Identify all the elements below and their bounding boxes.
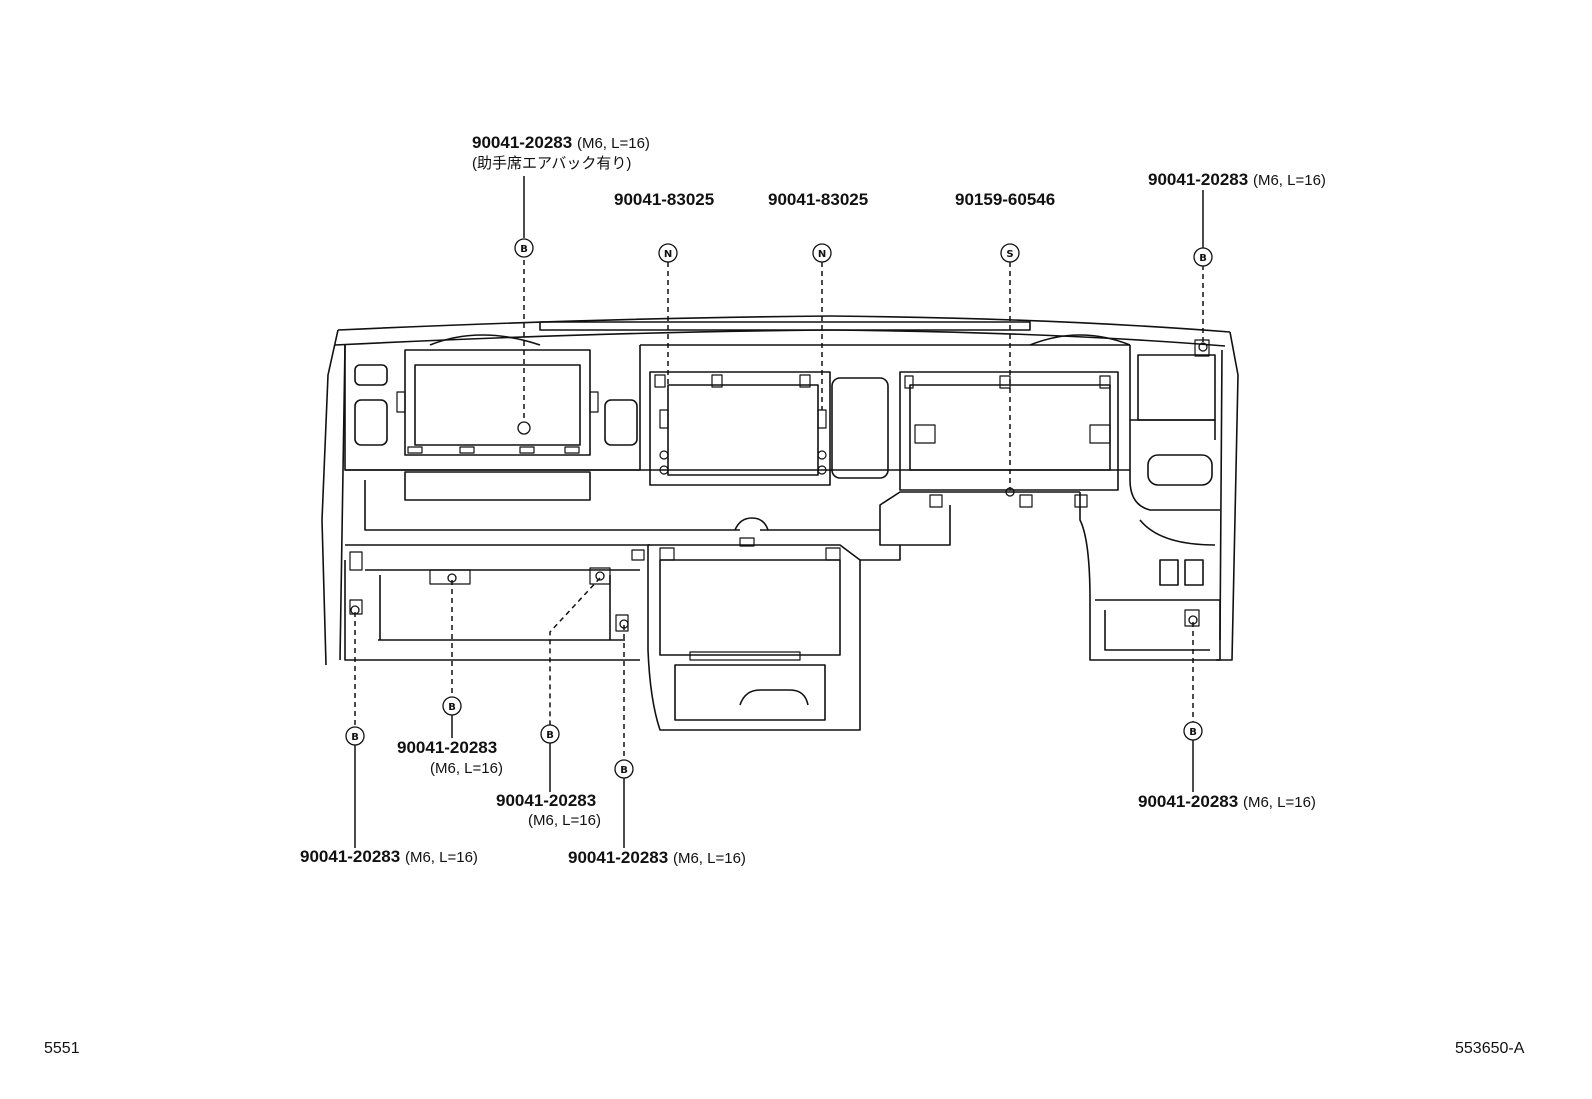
leader-tails <box>354 176 1204 848</box>
diagram-code-left: 5551 <box>44 1040 80 1057</box>
part-label-bottom-left: 90041-20283 (M6, L=16) <box>300 847 478 868</box>
part-number: 90041-20283 <box>472 133 573 152</box>
diagram-code-right: 553650-A <box>1455 1040 1525 1057</box>
part-number: 90041-20283 <box>1138 792 1239 811</box>
part-label-nut-2: 90041-83025 <box>768 190 869 209</box>
part-spec: (M6, L=16) <box>404 849 478 866</box>
part-spec: (M6, L=16) <box>1242 794 1316 811</box>
part-label-top-left: 90041-20283 (M6, L=16) <box>472 133 650 154</box>
part-number: 90041-20283 <box>300 847 401 866</box>
part-spec: (M6, L=16) <box>1252 172 1326 189</box>
part-label-bottom-mid-2: 90041-20283 <box>496 791 597 810</box>
part-label-nut-1: 90041-83025 <box>614 190 715 209</box>
leader-lines <box>354 260 1204 760</box>
panel-outline <box>321 315 1239 731</box>
part-label-bottom-mid-3: 90041-20283 (M6, L=16) <box>568 848 746 869</box>
part-label-bottom-right: 90041-20283 (M6, L=16) <box>1138 792 1316 813</box>
part-label-bottom-mid-1: 90041-20283 <box>397 738 498 757</box>
part-spec: (M6, L=16) <box>430 760 503 777</box>
part-label-screw: 90159-60546 <box>955 190 1056 209</box>
part-spec: (M6, L=16) <box>528 812 601 829</box>
part-note-airbag: (助手席エアバック有り) <box>472 155 632 172</box>
part-label-top-right: 90041-20283 (M6, L=16) <box>1148 170 1326 191</box>
panel-clips <box>349 339 1210 661</box>
part-spec: (M6, L=16) <box>672 850 746 867</box>
part-number: 90041-20283 <box>1148 170 1249 189</box>
part-number: 90041-20283 <box>568 848 669 867</box>
part-spec: (M6, L=16) <box>576 135 650 152</box>
fastener-points <box>350 342 1208 629</box>
